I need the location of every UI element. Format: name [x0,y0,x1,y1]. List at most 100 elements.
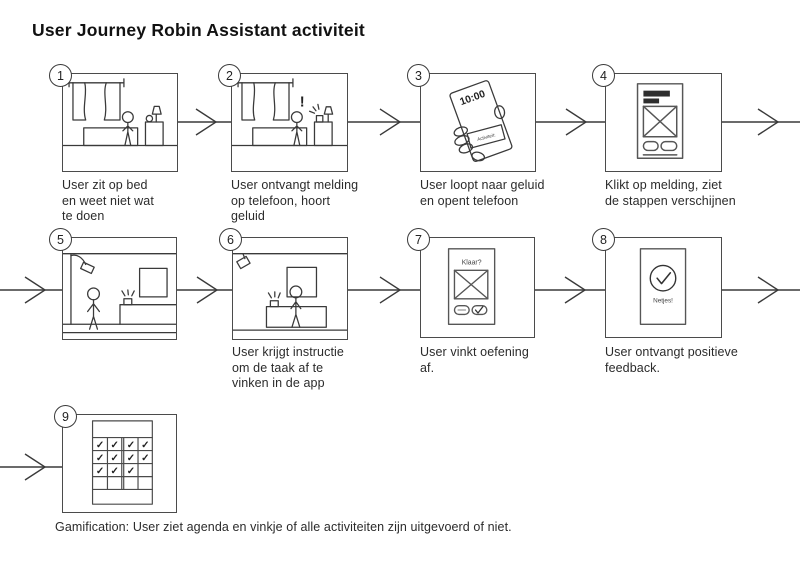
agenda-checkmarks: ✓ ✓ ✓ ✓ ✓ ✓ ✓ ✓ ✓ ✓ ✓ [96,440,149,477]
svg-text:✓: ✓ [96,453,104,464]
person-standing [86,287,101,330]
nightstand-icon [313,121,333,147]
step-caption: User vinkt oefening af. [420,345,529,375]
svg-text:✓: ✓ [110,466,118,477]
scene-bedroom-alert: ! [232,78,347,147]
counter-icon [119,304,176,325]
svg-text:✓: ✓ [127,453,135,464]
scene-bedroom [63,78,177,147]
lamp-icon [151,105,162,123]
step-caption: User krijgt instructie om de taak af te … [232,345,344,390]
step-number-badge: 1 [49,64,72,87]
check-pill-button [471,304,488,316]
phone-icon [269,300,279,308]
page-title: User Journey Robin Assistant activiteit [32,20,365,40]
phone-icon [315,115,324,123]
flow-arrow [348,276,420,304]
step-3-frame: 10:00 Activiteit: [420,73,536,172]
scene-room-counter [233,253,347,331]
flow-arrow [177,276,232,304]
step-caption: Gamification: User ziet agenda en vinkje… [55,520,512,534]
sound-waves-icon [267,291,281,299]
text-bars [643,90,670,104]
ceiling-lamp-icon [236,253,251,270]
step-number-badge: 9 [54,405,77,428]
step-number-badge: 8 [592,228,615,251]
phone-frame [636,83,684,159]
phone-frame [639,248,687,325]
svg-text:✓: ✓ [96,440,104,451]
clock-icon [145,114,154,123]
flow-arrow [178,108,231,136]
phone-frame [447,248,496,325]
step-9-frame: ✓ ✓ ✓ ✓ ✓ ✓ ✓ ✓ ✓ ✓ ✓ [62,414,177,513]
svg-text:✓: ✓ [141,453,149,464]
floor-lines [63,323,176,334]
screen-title: Klaar? [462,259,482,266]
window-icon [68,78,125,121]
scene-positive-feedback: Netjes! [639,248,687,325]
step-number-badge: 7 [407,228,430,251]
sound-waves-icon [121,289,135,297]
wall-lines [63,253,176,325]
person-sitting [121,111,134,147]
step-5-frame [62,237,177,340]
notification-banner: Activiteit: [466,124,506,149]
phone-time: 10:00 [458,89,487,108]
step-4-frame [605,73,722,172]
bed-icon [83,127,139,147]
svg-text:✓: ✓ [110,453,118,464]
flow-arrow [0,453,62,481]
phone-in-hand-icon: 10:00 Activiteit: [449,80,513,162]
step-6-frame [232,237,348,340]
ceiling-lamp-icon [70,254,95,275]
button-pills [642,140,678,152]
bed-icon [252,127,308,147]
agenda-grid [91,420,153,505]
image-placeholder-icon [642,105,678,138]
step-caption: User loopt naar geluid en opent telefoon [420,178,545,208]
step-caption: User ontvangt melding op telefoon, hoort… [231,178,359,223]
flow-arrow [0,276,62,304]
step-7-frame: Klaar? [420,237,535,338]
scene-checkoff-screen: Klaar? [447,248,496,325]
step-2-frame: ! [231,73,348,172]
svg-text:✓: ✓ [127,440,135,451]
scene-app-wireframe [636,83,684,159]
flow-arrow [722,108,800,136]
window-icon [237,78,294,121]
image-placeholder-icon [453,269,489,300]
step-number-badge: 5 [49,228,72,251]
step-number-badge: 3 [407,64,430,87]
step-caption: User zit op bed en weet niet wat te doen [62,178,154,223]
check-circle-icon [649,264,677,292]
step-caption: User ontvangt positieve feedback. [605,345,738,375]
scene-room-standing [63,253,176,334]
flow-arrow [536,108,605,136]
flow-arrow [348,108,420,136]
svg-text:✓: ✓ [110,440,118,451]
hand-icon [453,105,506,162]
scene-phone-in-hand: 10:00 Activiteit: [449,80,513,162]
step-number-badge: 6 [219,228,242,251]
step-number-badge: 2 [218,64,241,87]
svg-text:✓: ✓ [127,466,135,477]
wall-frame-icon [286,266,318,298]
scene-agenda-grid: ✓ ✓ ✓ ✓ ✓ ✓ ✓ ✓ ✓ ✓ ✓ [91,420,153,505]
person-standing [289,285,303,328]
step-caption: Klikt op melding, ziet de stappen versch… [605,178,736,208]
screen-message: Netjes! [653,298,673,305]
sound-waves-icon [308,103,320,114]
step-number-badge: 4 [592,64,615,87]
person-sitting [290,111,303,147]
lamp-icon [323,106,334,123]
flow-arrow [722,276,800,304]
flow-arrow [535,276,605,304]
nightstand-icon [144,114,164,147]
wall-frame-icon [138,267,168,298]
step-1-frame [62,73,178,172]
exclamation-icon: ! [300,94,305,110]
repeat-pill-button [453,304,470,316]
phone-icon [123,298,133,306]
notification-text: Activiteit: [477,132,496,142]
